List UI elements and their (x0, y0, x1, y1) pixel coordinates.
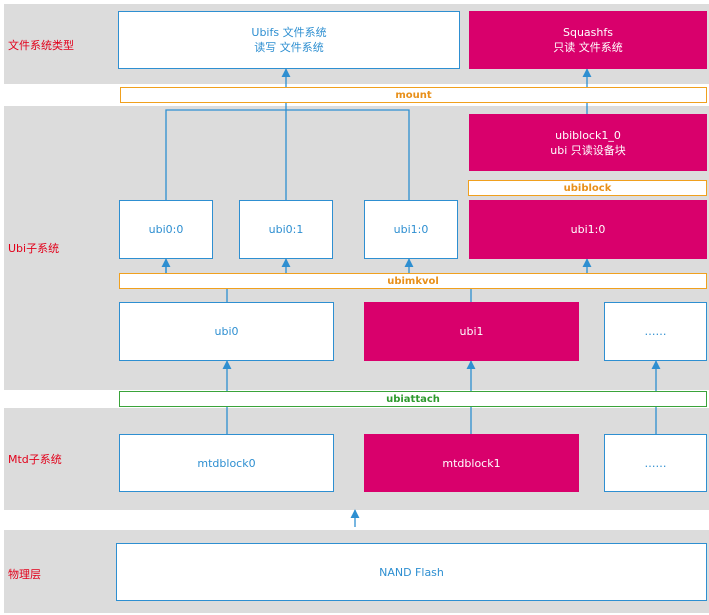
layer-label-physical: 物理层 (8, 568, 41, 581)
squashfs-title: Squashfs (563, 26, 613, 39)
nand-flash-box: NAND Flash (116, 543, 707, 601)
ubi1-0-right-box: ubi1:0 (469, 200, 707, 259)
ubifs-box: Ubifs 文件系统 读写 文件系统 (118, 11, 460, 69)
layer-label-ubi: Ubi子系统 (8, 242, 60, 255)
ubiblock1-0-title: ubiblock1_0 (555, 128, 621, 142)
ubiblock-bar: ubiblock (468, 180, 707, 196)
connector-ubi0-0-up (165, 109, 410, 200)
ubiattach-bar: ubiattach (119, 391, 707, 407)
mount-bar: mount (120, 87, 707, 103)
ubimkvol-bar: ubimkvol (119, 273, 707, 289)
ubi0-0-box: ubi0:0 (119, 200, 213, 259)
mtdblock1-box: mtdblock1 (364, 434, 579, 492)
squashfs-box: Squashfs 只读 文件系统 (469, 11, 707, 69)
ubi0-box: ubi0 (119, 302, 334, 361)
layer-label-filesystem: 文件系统类型 (8, 39, 74, 52)
ubifs-subtitle: 读写 文件系统 (254, 41, 324, 54)
ubi0-1-box: ubi0:1 (239, 200, 333, 259)
squashfs-subtitle: 只读 文件系统 (553, 41, 623, 54)
ubi1-0-left-box: ubi1:0 (364, 200, 458, 259)
ubiblock1-0-box: ubiblock1_0 ubi 只读设备块 (469, 114, 707, 171)
ubifs-title: Ubifs 文件系统 (251, 26, 327, 39)
layer-label-mtd: Mtd子系统 (8, 453, 62, 466)
mtd-more-box: …… (604, 434, 707, 492)
ubi-more-box: …… (604, 302, 707, 361)
ubiblock1-0-subtitle: ubi 只读设备块 (550, 143, 626, 157)
mtdblock0-box: mtdblock0 (119, 434, 334, 492)
ubi1-box: ubi1 (364, 302, 579, 361)
